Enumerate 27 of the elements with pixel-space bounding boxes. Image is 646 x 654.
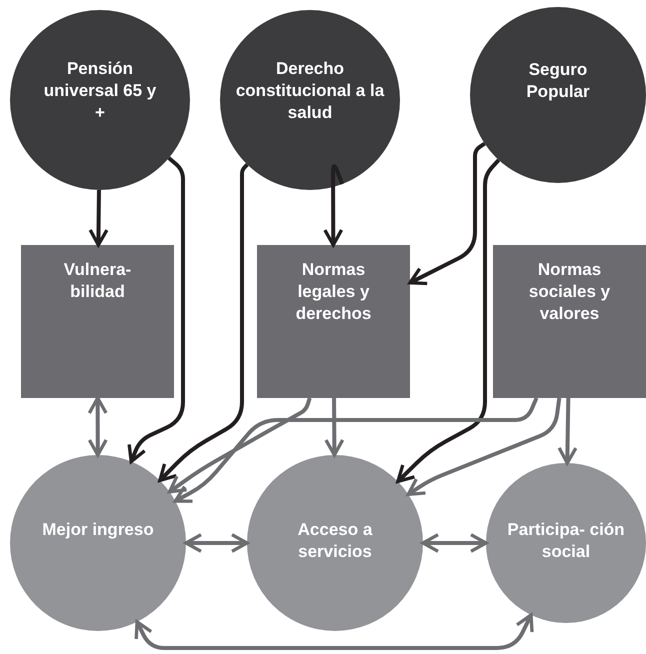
arrow: [406, 398, 562, 496]
arrow: [174, 397, 538, 503]
arrow: [134, 613, 534, 650]
node-label: Participa- ción social: [506, 519, 626, 563]
node-label: Seguro Popular: [525, 59, 591, 103]
node-label: Acceso a servicios: [296, 519, 374, 563]
arrow: [158, 163, 249, 482]
arrow: [421, 533, 488, 553]
arrow: [558, 398, 578, 465]
arrow: [324, 398, 344, 457]
box-node: [21, 245, 174, 398]
arrow: [184, 533, 249, 553]
arrow: [88, 190, 109, 247]
arrow: [128, 156, 185, 464]
arrow: [88, 396, 108, 457]
node-label: Pensión universal 65 y +: [42, 58, 158, 124]
arrow: [168, 397, 312, 494]
node-label: Vulnera- bilidad: [62, 259, 132, 303]
box-node: [493, 245, 646, 398]
node-label: Derecho constitucional a la salud: [234, 58, 386, 124]
arrow: [408, 142, 486, 286]
node-label: Mejor ingreso: [41, 519, 155, 541]
box-node: [257, 245, 410, 398]
arrow: [396, 158, 500, 484]
arrow: [323, 164, 344, 247]
node-label: Normas legales y derechos: [294, 259, 372, 325]
node-label: Normas sociales y valores: [528, 259, 612, 325]
